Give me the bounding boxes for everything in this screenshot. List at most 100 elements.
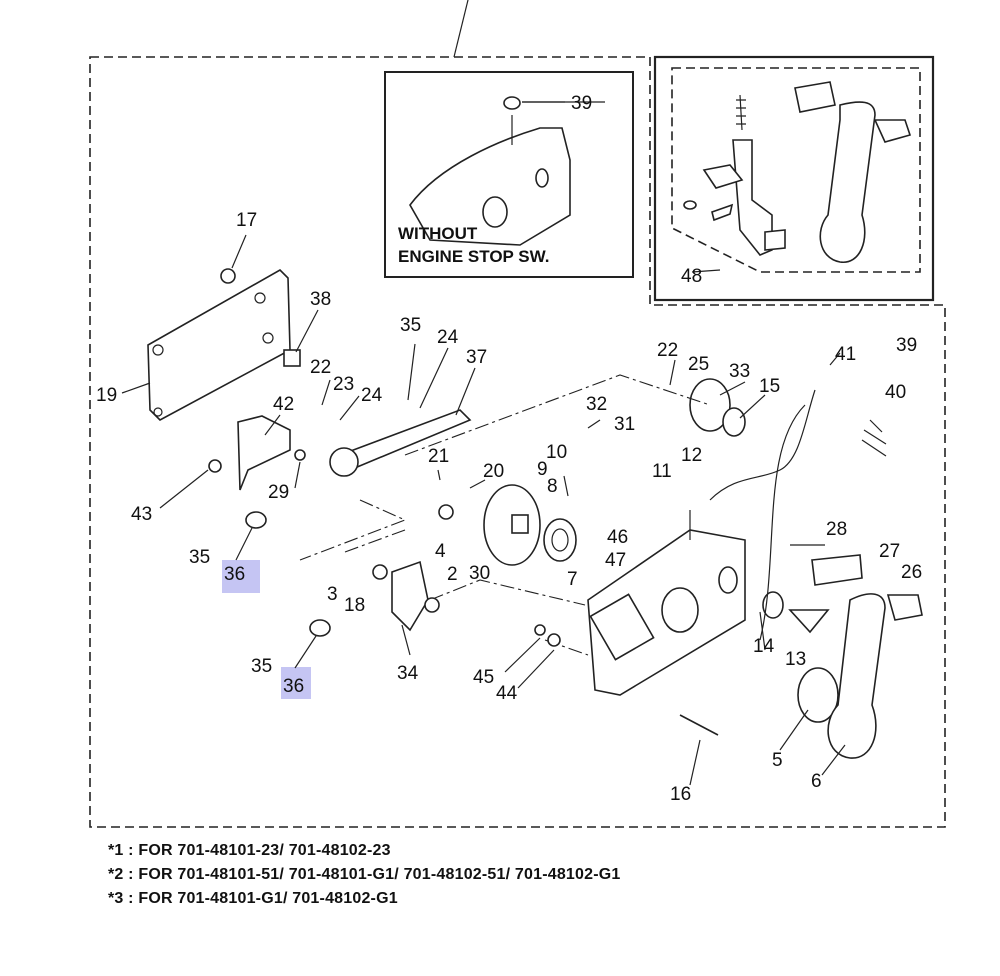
label-23: 23 [333, 374, 354, 395]
part-13 [788, 609, 830, 634]
label-46: 46 [607, 527, 628, 548]
washer-2 [424, 597, 440, 613]
label-16: 16 [670, 784, 691, 805]
leader-top [453, 0, 469, 58]
handle-kit-drawing [683, 81, 912, 263]
label-38: 38 [310, 289, 331, 310]
washer-7 [543, 518, 577, 562]
label-18: 18 [344, 595, 365, 616]
leader-chain-mid [429, 579, 589, 656]
clip-36-lower [309, 619, 331, 637]
plate-34 [391, 560, 429, 632]
label-35-top: 35 [400, 315, 421, 336]
label-47: 47 [605, 550, 626, 571]
inset-caption-line1: WITHOUT [398, 224, 478, 243]
bolt-43 [208, 459, 222, 473]
label-22-left: 22 [310, 357, 331, 378]
label-30: 30 [469, 563, 490, 584]
label-36-lower: 36 [283, 676, 304, 697]
label-12: 12 [681, 445, 702, 466]
bolt-16 [679, 714, 719, 736]
lever-37 [338, 409, 472, 471]
footnote-2: *2 : FOR 701-48101-51/ 701-48101-G1/ 701… [108, 866, 621, 883]
label-14: 14 [753, 636, 775, 657]
label-24-left: 24 [361, 385, 383, 406]
label-7: 7 [567, 569, 578, 590]
clip-36-upper [245, 511, 267, 529]
label-39-main: 39 [896, 335, 917, 356]
nut-45 [534, 624, 546, 636]
label-42: 42 [273, 394, 294, 415]
bushing-4 [438, 504, 454, 520]
washer-44 [547, 633, 561, 647]
grip-26 [886, 594, 923, 621]
label-43: 43 [131, 504, 152, 525]
label-leaders [121, 101, 846, 786]
label-11: 11 [652, 461, 672, 482]
label-21: 21 [428, 446, 449, 467]
label-25: 25 [688, 354, 709, 375]
main-assembly-outline [89, 56, 946, 828]
label-44: 44 [496, 683, 518, 704]
label-15: 15 [759, 376, 780, 397]
label-41: 41 [835, 344, 856, 365]
label-13: 13 [785, 649, 806, 670]
label-5: 5 [772, 750, 783, 771]
cam-arm [329, 447, 359, 477]
bracket-42 [237, 415, 291, 491]
inset-caption-line2: ENGINE STOP SW. [398, 247, 549, 266]
label-20: 20 [483, 461, 504, 482]
label-6: 6 [811, 771, 822, 792]
label-8-left: 8 [547, 476, 558, 497]
footnote-1: *1 : FOR 701-48101-23/ 701-48102-23 [108, 842, 391, 859]
label-39-inset: 39 [571, 93, 592, 114]
label-45: 45 [473, 667, 494, 688]
label-27: 27 [879, 541, 900, 562]
label-32: 32 [586, 394, 607, 415]
label-34: 34 [397, 663, 419, 684]
leader-chain-left [299, 499, 407, 561]
label-36-upper: 36 [224, 564, 245, 585]
screw-17 [220, 268, 236, 284]
label-2: 2 [447, 564, 458, 585]
leader-chain-upper [404, 374, 711, 456]
label-37: 37 [466, 347, 487, 368]
plate-19 [147, 269, 291, 421]
washer-14 [762, 591, 784, 619]
label-26: 26 [901, 562, 922, 583]
label-10: 10 [546, 442, 567, 463]
label-4: 4 [435, 541, 446, 562]
handle-6 [827, 593, 886, 759]
inset-handle-kit [653, 55, 935, 302]
remote-control-case [587, 510, 746, 696]
label-17: 17 [236, 210, 257, 231]
label-19: 19 [96, 385, 117, 406]
inset-handle-kit-outline [671, 67, 921, 273]
washer-5 [797, 667, 839, 723]
spring-40 [861, 419, 887, 457]
label-28: 28 [826, 519, 847, 540]
label-29: 29 [268, 482, 289, 503]
part-27 [811, 554, 863, 586]
part-number-labels: 39 17 38 19 42 29 43 35 36 35 36 35 24 3… [96, 93, 922, 805]
label-9: 9 [537, 459, 548, 480]
label-35-lower: 35 [251, 656, 272, 677]
label-33: 33 [729, 361, 750, 382]
footnote-3: *3 : FOR 701-48101-G1/ 701-48102-G1 [108, 890, 398, 907]
label-40: 40 [885, 382, 906, 403]
highlight-36-upper [222, 560, 260, 593]
cable-2 [759, 404, 806, 641]
nut-38 [283, 349, 301, 367]
label-35-upper: 35 [189, 547, 210, 568]
washer-15 [722, 407, 746, 437]
label-48: 48 [681, 266, 702, 287]
label-3: 3 [327, 584, 338, 605]
highlight-36-lower [281, 667, 311, 699]
label-22-right: 22 [657, 340, 678, 361]
label-31: 31 [614, 414, 635, 435]
washer-18 [372, 564, 388, 580]
gear-33 [689, 378, 731, 432]
label-24-top: 24 [437, 327, 459, 348]
